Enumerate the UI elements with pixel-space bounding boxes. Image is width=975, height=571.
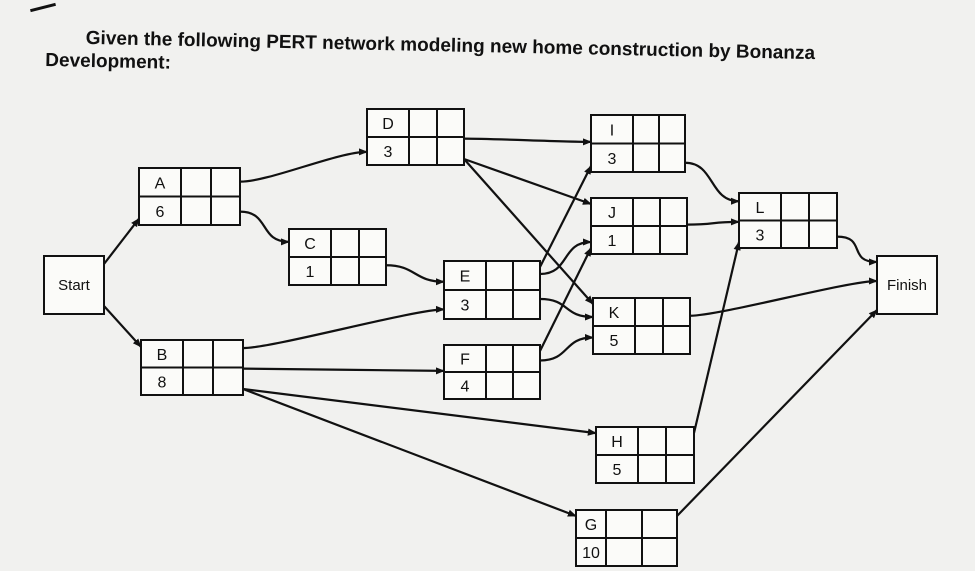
edge-start-to-a xyxy=(103,217,140,265)
edge-i-to-l xyxy=(684,161,740,205)
finish-box xyxy=(876,255,938,315)
activity-time-label: 3 xyxy=(608,151,617,168)
activity-time-label: 3 xyxy=(461,298,470,315)
activity-node-f: F4 xyxy=(443,344,541,400)
activity-id-label: E xyxy=(460,269,471,286)
finish-node: Finish xyxy=(876,255,938,315)
finish-label: Finish xyxy=(887,277,927,294)
activity-id-label: G xyxy=(585,517,597,534)
edge-d-to-i xyxy=(463,137,592,146)
activity-node-e: E3 xyxy=(443,260,541,320)
edge-l-to-finish xyxy=(836,235,878,266)
activity-node-l: L3 xyxy=(738,192,838,249)
activity-time-label: 3 xyxy=(756,227,765,244)
activity-node-h: H5 xyxy=(595,426,695,484)
activity-node-g: G 10 xyxy=(575,509,678,567)
edge-e-to-i xyxy=(539,165,592,268)
activity-time-label: 4 xyxy=(461,379,470,396)
edge-e-to-k xyxy=(539,297,594,321)
activity-id-label: L xyxy=(756,200,765,217)
edge-a-to-d xyxy=(239,148,368,183)
activity-node-j: J1 xyxy=(590,197,688,255)
activity-id-label: H xyxy=(611,434,623,451)
activity-node-k: K5 xyxy=(592,297,691,355)
edge-a-to-c xyxy=(239,210,290,246)
activity-id-label: K xyxy=(609,305,620,322)
edge-d-to-k xyxy=(463,158,594,305)
activity-time-label: 8 xyxy=(158,374,167,391)
edge-b-to-f xyxy=(242,367,445,375)
activity-time-label: 1 xyxy=(306,264,315,281)
edge-b-to-g xyxy=(242,387,577,518)
activity-node-d: D3 xyxy=(366,108,465,166)
edge-d-to-j xyxy=(463,157,592,206)
activity-id-label: J xyxy=(608,205,616,222)
activity-id-label: I xyxy=(610,122,614,139)
activity-id-label: A xyxy=(155,175,166,192)
activity-id-label: F xyxy=(460,352,470,369)
start-box xyxy=(43,255,105,315)
edge-h-to-l xyxy=(692,241,741,434)
start-label: Start xyxy=(58,277,91,294)
activity-id-label: C xyxy=(304,236,316,253)
activity-node-i: I3 xyxy=(590,114,686,173)
edge-f-to-j xyxy=(539,247,592,352)
activity-node-b: B8 xyxy=(140,339,244,396)
activity-id-label: B xyxy=(157,347,168,364)
edge-c-to-e xyxy=(385,264,445,286)
activity-node-a: A6 xyxy=(138,167,241,226)
activity-time-label: 10 xyxy=(582,545,600,562)
activity-time-label: 5 xyxy=(613,462,622,479)
activity-time-label: 6 xyxy=(156,204,165,221)
edge-e-to-j xyxy=(539,238,592,276)
edge-b-to-e xyxy=(242,305,445,350)
activity-time-label: 5 xyxy=(610,333,619,350)
activity-time-label: 3 xyxy=(384,144,393,161)
edge-j-to-l xyxy=(686,218,740,226)
activity-node-c: C1 xyxy=(288,228,387,286)
edge-g-to-finish xyxy=(676,309,878,517)
edge-k-to-finish xyxy=(689,277,878,317)
activity-time-label: 1 xyxy=(608,233,617,250)
network-edges xyxy=(103,137,878,518)
edge-f-to-k xyxy=(539,333,594,362)
edge-start-to-b xyxy=(103,305,142,348)
start-node: Start xyxy=(43,255,105,315)
activity-id-label: D xyxy=(382,116,394,133)
edge-b-to-h xyxy=(242,387,597,436)
